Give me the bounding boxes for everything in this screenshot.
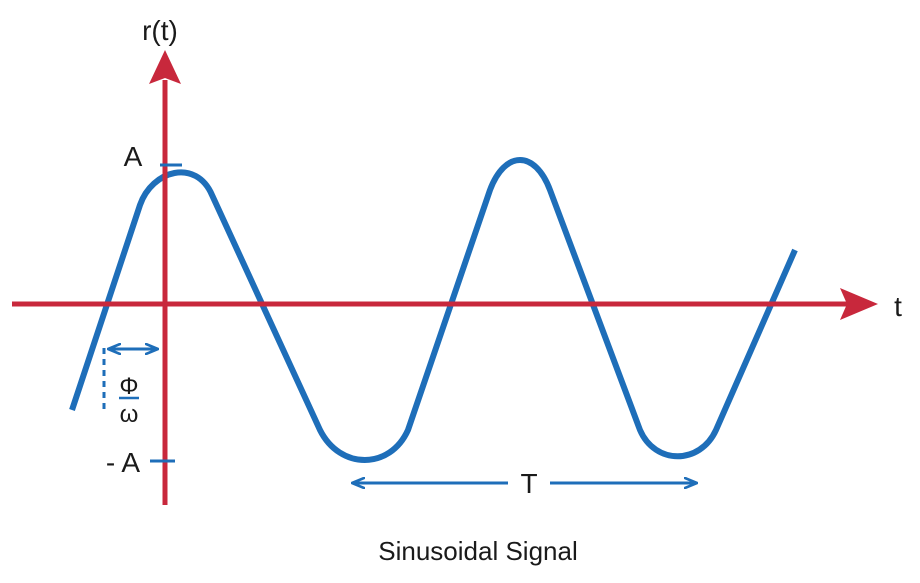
- period-label: T: [520, 468, 537, 499]
- x-axis-label: t: [894, 291, 902, 322]
- amplitude-label-neg: - A: [106, 447, 141, 478]
- y-axis-label: r(t): [142, 15, 178, 46]
- phase-numerator: Φ: [119, 373, 138, 400]
- t-axis: [12, 288, 878, 320]
- phase-offset-indicator: [102, 348, 158, 410]
- caption: Sinusoidal Signal: [378, 536, 577, 566]
- sine-wave: [69, 157, 798, 463]
- r-axis: [149, 50, 181, 505]
- phase-denominator: ω: [120, 401, 139, 428]
- amplitude-label-pos: A: [124, 141, 143, 172]
